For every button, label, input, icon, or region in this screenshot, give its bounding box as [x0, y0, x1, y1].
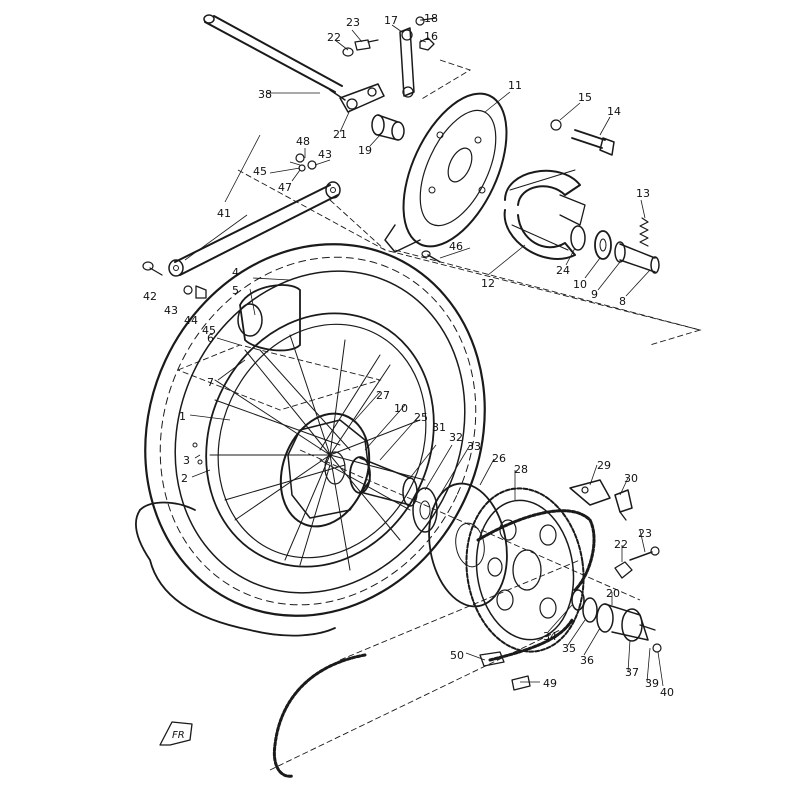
- torque-arm: [168, 181, 341, 277]
- callout-10: 10: [573, 278, 587, 291]
- callout-23a: 23: [346, 16, 360, 29]
- callout-25: 25: [414, 411, 428, 424]
- callout-47: 47: [278, 181, 292, 194]
- callout-4: 4: [232, 266, 239, 279]
- callout-42: 42: [143, 290, 157, 303]
- callout-35: 35: [562, 642, 576, 655]
- callout-20: 20: [606, 587, 620, 600]
- spacer: [371, 114, 405, 141]
- callout-14: 14: [607, 105, 621, 118]
- callout-6: 6: [207, 332, 214, 345]
- callout-32: 32: [449, 431, 463, 444]
- callout-22a: 22: [327, 31, 341, 44]
- part-callouts: 1 2 3 4 5 6 7 8 9 10 11 12 13 14 15 16 1…: [143, 12, 674, 699]
- drive-chain: [272, 509, 596, 778]
- callout-8: 8: [619, 295, 626, 308]
- sprocket-hub-plate: [428, 482, 508, 608]
- callout-5: 5: [232, 284, 239, 297]
- callout-41: 41: [217, 207, 231, 220]
- callout-15: 15: [578, 91, 592, 104]
- callout-29: 29: [597, 459, 611, 472]
- axle-right-side-parts: [571, 546, 662, 653]
- hub-bearing-set: [570, 225, 660, 274]
- callout-7: 7: [207, 376, 214, 389]
- callout-37: 37: [625, 666, 639, 679]
- callout-28: 28: [514, 463, 528, 476]
- callout-27: 27: [376, 389, 390, 402]
- callout-19: 19: [358, 144, 372, 157]
- callout-48: 48: [296, 135, 310, 148]
- callout-18: 18: [424, 12, 438, 25]
- callout-38: 38: [258, 88, 272, 101]
- callout-24: 24: [556, 264, 570, 277]
- callout-33: 33: [467, 440, 481, 453]
- callout-13: 13: [636, 187, 650, 200]
- callout-31: 31: [432, 421, 446, 434]
- sprocket-lock-washer: [569, 479, 633, 521]
- callout-45b: 45: [202, 324, 216, 337]
- brake-spring: [639, 217, 649, 247]
- callout-34: 34: [543, 630, 557, 643]
- callout-22b: 22: [614, 538, 628, 551]
- rear-sprocket: [465, 487, 585, 653]
- callout-2: 2: [181, 472, 188, 485]
- brake-shoes: [503, 169, 586, 260]
- brake-shoe-plate: [384, 92, 508, 253]
- rear-axle: [203, 14, 346, 101]
- hub-seal-spacer: [349, 456, 438, 533]
- callout-43a: 43: [164, 304, 178, 317]
- leader-lines: [184, 19, 664, 687]
- callout-11: 11: [508, 79, 522, 92]
- callout-30: 30: [624, 472, 638, 485]
- callout-10b: 10: [394, 402, 408, 415]
- rear-tyre: [135, 243, 486, 637]
- tube-and-rim-band: [237, 284, 301, 352]
- callout-26: 26: [492, 452, 506, 465]
- torque-arm-fasteners: [142, 153, 317, 299]
- callout-23b: 23: [638, 527, 652, 540]
- callout-12: 12: [481, 277, 495, 290]
- callout-50: 50: [450, 649, 464, 662]
- axle-adjuster-parts: [339, 16, 437, 113]
- bolt: [421, 250, 441, 263]
- callout-43b: 43: [318, 148, 332, 161]
- rim-and-spokes: [192, 312, 435, 571]
- callout-40: 40: [660, 686, 674, 699]
- brake-camshaft: [550, 119, 615, 156]
- front-arrow: FR: [159, 721, 193, 746]
- callout-9: 9: [591, 288, 598, 301]
- callout-49: 49: [543, 677, 557, 690]
- callout-46: 46: [449, 240, 463, 253]
- hub-with-damper: [279, 412, 371, 528]
- callout-39: 39: [645, 677, 659, 690]
- callout-16: 16: [424, 30, 438, 43]
- front-arrow-label: FR: [172, 730, 185, 741]
- callout-3: 3: [183, 454, 190, 467]
- callout-36: 36: [580, 654, 594, 667]
- callout-21: 21: [333, 128, 347, 141]
- callout-44: 44: [184, 314, 198, 327]
- callout-45a: 45: [253, 165, 267, 178]
- callout-17: 17: [384, 14, 398, 27]
- callout-1: 1: [179, 410, 186, 423]
